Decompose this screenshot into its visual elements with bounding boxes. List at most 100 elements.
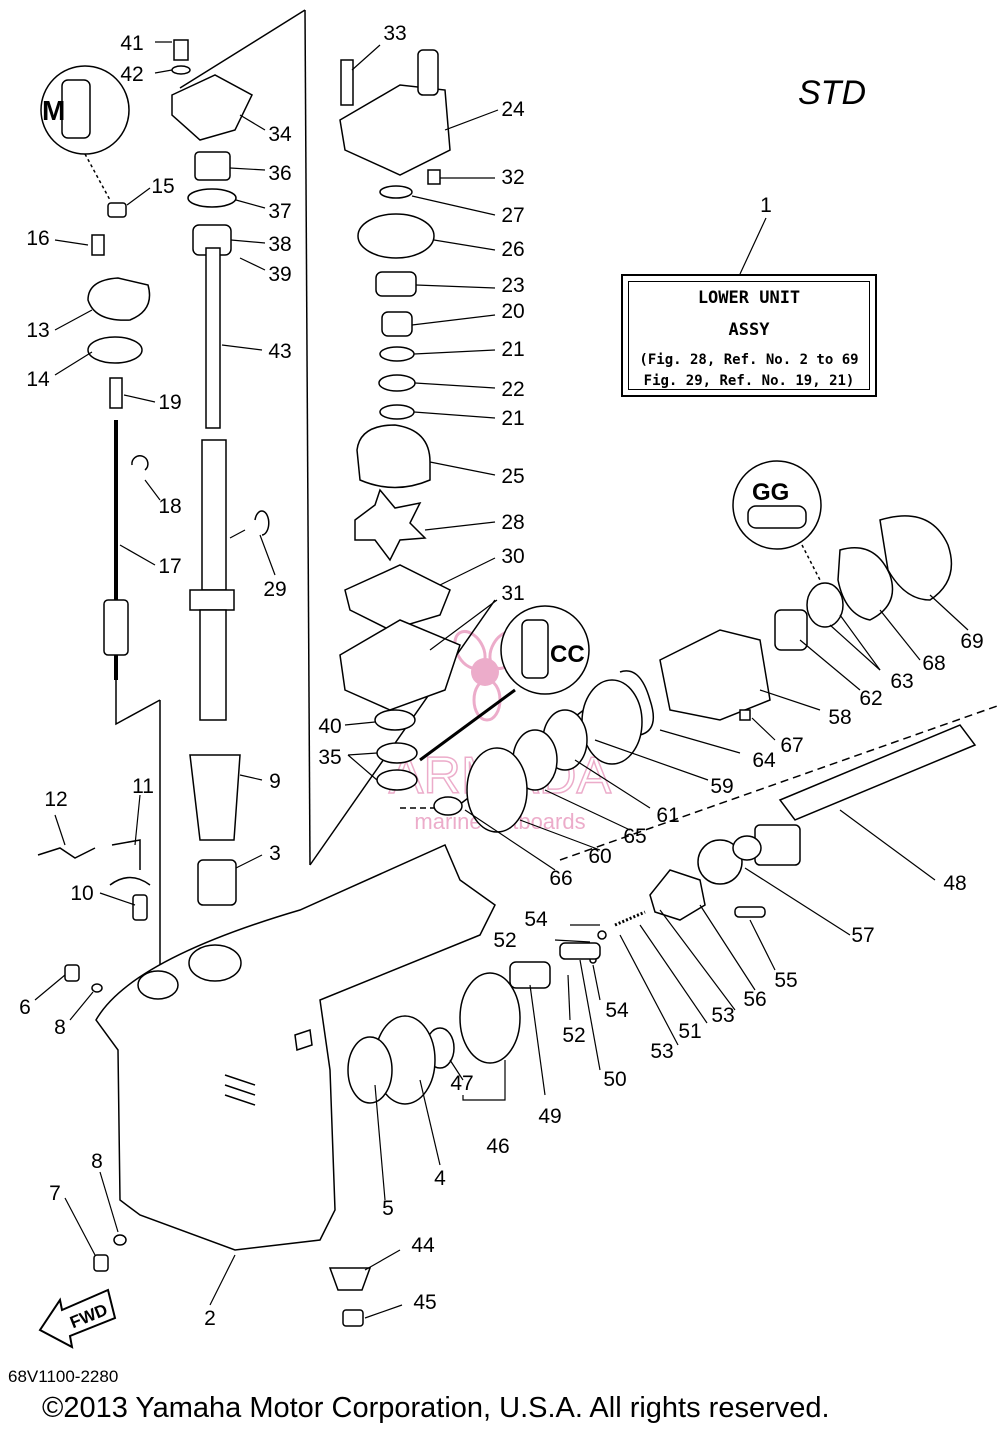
reverse-gear [466, 747, 528, 833]
case-detail [224, 1074, 256, 1086]
callout-49: 49 [538, 1105, 561, 1128]
detail-tube [747, 505, 807, 529]
callout-35: 35 [318, 746, 341, 769]
assembly-ref-line-2: Fig. 29, Ref. No. 19, 21) [643, 373, 855, 389]
grease-symbol: CC [550, 641, 585, 668]
shim [187, 188, 237, 208]
oil-seal [376, 742, 418, 764]
assembly-subtitle: ASSY [728, 320, 770, 340]
clip [109, 876, 151, 886]
copyright-notice: ©2013 Yamaha Motor Corporation, U.S.A. A… [42, 1392, 830, 1424]
callout-8: 8 [91, 1150, 103, 1173]
shift-cam [103, 599, 129, 656]
callout-27: 27 [501, 204, 524, 227]
callout-48: 48 [943, 872, 966, 895]
callout-8: 8 [54, 1016, 66, 1039]
callout-51: 51 [678, 1020, 701, 1043]
washer [171, 65, 191, 75]
bolt [340, 59, 354, 106]
callout-20: 20 [501, 300, 524, 323]
callout-41: 41 [120, 32, 143, 55]
lower-case [37, 839, 496, 1272]
drive-shaft-collar [189, 589, 235, 611]
shift-rod-group: M [40, 65, 151, 680]
dog-clutch [649, 869, 706, 921]
drive-shaft-mid [201, 439, 227, 591]
callout-32: 32 [501, 166, 524, 189]
needle-bearing [774, 609, 808, 651]
callout-60: 60 [588, 845, 611, 868]
callout-2: 2 [204, 1307, 216, 1330]
bushing [107, 202, 127, 218]
washer [379, 404, 415, 420]
cross-pin [734, 906, 766, 918]
callout-53: 53 [711, 1004, 734, 1027]
callout-63: 63 [890, 670, 913, 693]
leader-line [84, 153, 111, 201]
drawing-number: 68V1100-2280 [8, 1367, 119, 1386]
nut [342, 1309, 364, 1327]
grease-symbol: GG [752, 479, 789, 506]
callout-52: 52 [562, 1024, 585, 1047]
shift-slider [509, 961, 551, 989]
thrust-bearing [378, 374, 416, 392]
callout-30: 30 [501, 545, 524, 568]
circlip [433, 796, 463, 816]
gasket [339, 619, 461, 711]
callout-40: 40 [318, 715, 341, 738]
callout-45: 45 [413, 1291, 436, 1314]
callout-25: 25 [501, 465, 524, 488]
variant-label: STD [798, 74, 866, 112]
callout-31: 31 [501, 582, 524, 605]
fwd-arrow-shape [38, 1288, 117, 1349]
callout-24: 24 [501, 98, 525, 121]
case-detail [224, 1094, 256, 1106]
callout-69: 69 [960, 630, 983, 653]
callout-33: 33 [383, 22, 406, 45]
gear-case-body [95, 844, 496, 1251]
assembly-box-inner: LOWER UNIT ASSY (Fig. 28, Ref. No. 2 to … [628, 281, 870, 390]
callout-21: 21 [501, 338, 524, 361]
leader-line [419, 688, 516, 762]
reverse-spring [697, 839, 743, 885]
callout-4: 4 [434, 1167, 446, 1190]
leader-lines [34, 41, 969, 1319]
pump-outlet [417, 49, 439, 96]
fwd-arrow: FWD [38, 1288, 117, 1349]
assembly-box: LOWER UNIT ASSY (Fig. 28, Ref. No. 2 to … [621, 274, 877, 397]
spring [109, 377, 123, 409]
pump-housing [339, 84, 451, 176]
gasket [113, 1234, 127, 1246]
anode-mark [294, 1029, 313, 1051]
detail-tube [521, 619, 549, 679]
bolt [173, 39, 189, 61]
pinion [328, 1267, 372, 1291]
dowel-pin [427, 169, 441, 185]
drive-shaft-group [171, 39, 270, 906]
callout-42: 42 [120, 63, 143, 86]
callout-59: 59 [710, 775, 733, 798]
callout-18: 18 [158, 495, 181, 518]
callout-68: 68 [922, 652, 945, 675]
spring [614, 910, 646, 927]
propeller-shaft [778, 724, 977, 821]
pump-gasket-ring [357, 213, 435, 259]
callout-66: 66 [549, 867, 572, 890]
callout-53: 53 [650, 1040, 673, 1063]
drive-shaft-lower [199, 609, 227, 721]
nipple [132, 894, 148, 921]
callout-56: 56 [743, 988, 766, 1011]
callout-15: 15 [151, 175, 174, 198]
check-screw [93, 1254, 109, 1272]
callout-52: 52 [493, 929, 516, 952]
callout-28: 28 [501, 511, 524, 534]
callout-43: 43 [268, 340, 291, 363]
key [739, 709, 751, 721]
gasket [91, 983, 103, 993]
callout-44: 44 [411, 1234, 435, 1257]
callout-11: 11 [132, 775, 154, 798]
watermark-logo-petal [472, 678, 502, 722]
detail-tube [61, 79, 91, 139]
